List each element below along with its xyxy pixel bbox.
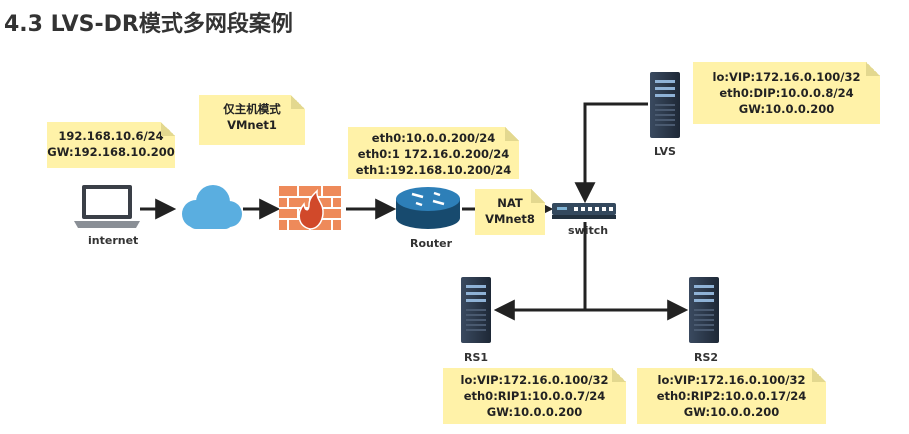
rs1-label: RS1 xyxy=(464,351,489,364)
rs2-server-icon xyxy=(689,277,719,343)
rs2-rip: eth0:RIP2:10.0.0.17/24 xyxy=(656,389,807,403)
switch-icon xyxy=(552,203,616,219)
page-title: 4.3 LVS-DR模式多网段案例 xyxy=(4,12,293,37)
rs1-vip: lo:VIP:172.16.0.100/32 xyxy=(460,373,609,387)
rs1-note: lo:VIP:172.16.0.100/32 eth0:RIP1:10.0.0.… xyxy=(443,368,626,424)
rs1-gw: GW:10.0.0.200 xyxy=(486,405,583,419)
rs2-label: RS2 xyxy=(694,351,719,364)
nat-vmnet: VMnet8 xyxy=(485,212,535,226)
client-note: 192.168.10.6/24 GW:192.168.10.200 xyxy=(47,122,175,168)
link-lvs-switch xyxy=(574,102,648,204)
laptop-icon xyxy=(74,185,140,228)
nat-mode: NAT xyxy=(497,196,523,210)
lvs-dip: eth0:DIP:10.0.0.8/24 xyxy=(719,86,854,100)
switch-label: switch xyxy=(568,224,609,237)
firewall-icon xyxy=(279,186,341,230)
hostonly-vmnet: VMnet1 xyxy=(227,118,277,132)
router-eth0: eth0:10.0.0.200/24 xyxy=(371,131,496,145)
lvs-gw: GW:10.0.0.200 xyxy=(738,102,835,116)
rs2-note: lo:VIP:172.16.0.100/32 eth0:RIP2:10.0.0.… xyxy=(637,368,826,424)
cloud-icon xyxy=(182,185,242,229)
internet-label: internet xyxy=(88,234,139,247)
router-label: Router xyxy=(410,237,453,250)
router-eth1: eth1:192.168.10.200/24 xyxy=(355,163,512,177)
rs2-gw: GW:10.0.0.200 xyxy=(683,405,780,419)
lvs-vip: lo:VIP:172.16.0.100/32 xyxy=(712,70,861,84)
nat-note: NAT VMnet8 xyxy=(475,189,545,235)
router-note: eth0:10.0.0.200/24 eth0:1 172.16.0.200/2… xyxy=(348,127,519,179)
lvs-label: LVS xyxy=(654,145,676,158)
router-eth0-1: eth0:1 172.16.0.200/24 xyxy=(357,147,510,161)
client-gw: GW:192.168.10.200 xyxy=(47,145,175,159)
rs2-vip: lo:VIP:172.16.0.100/32 xyxy=(657,373,806,387)
router-icon xyxy=(396,187,460,229)
rs1-rip: eth0:RIP1:10.0.0.7/24 xyxy=(463,389,606,403)
rs1-server-icon xyxy=(461,277,491,343)
lvs-server-icon xyxy=(650,72,680,138)
client-ip: 192.168.10.6/24 xyxy=(58,129,164,143)
hostonly-note: 仅主机模式 VMnet1 xyxy=(199,95,305,145)
lvs-note: lo:VIP:172.16.0.100/32 eth0:DIP:10.0.0.8… xyxy=(693,62,880,124)
hostonly-mode: 仅主机模式 xyxy=(223,102,281,116)
